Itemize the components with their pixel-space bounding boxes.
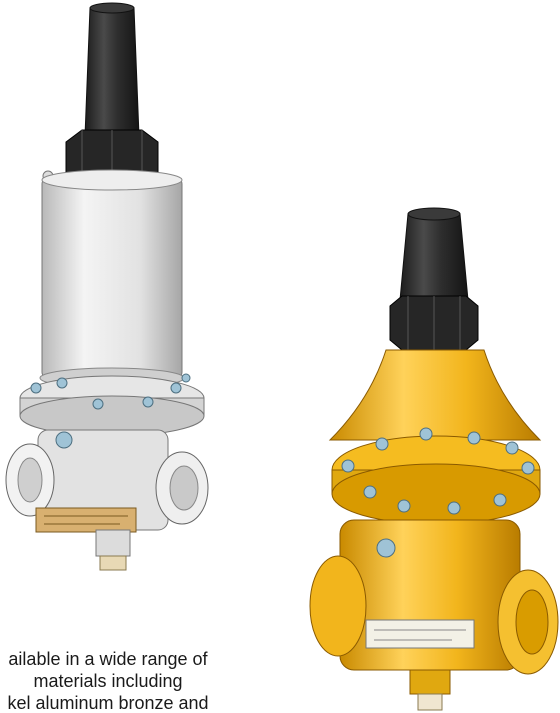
caption-line-3: kel aluminum bronze and [7,693,209,713]
left-adjusting-cap [84,4,140,137]
right-name-plate [365,619,475,649]
caption-line-2: materials including [33,671,183,691]
right-bonnet [328,349,542,441]
caption-line-1: ailable in a wide range of [8,649,208,669]
right-inlet-port [309,555,367,657]
left-name-plate [35,507,137,533]
bronze-regulator [309,207,559,711]
left-spring-housing [41,177,183,379]
right-adjusting-cap [399,208,469,301]
stainless-regulator [5,2,209,571]
materials-caption: ailable in a wide range of materials inc… [0,648,300,713]
